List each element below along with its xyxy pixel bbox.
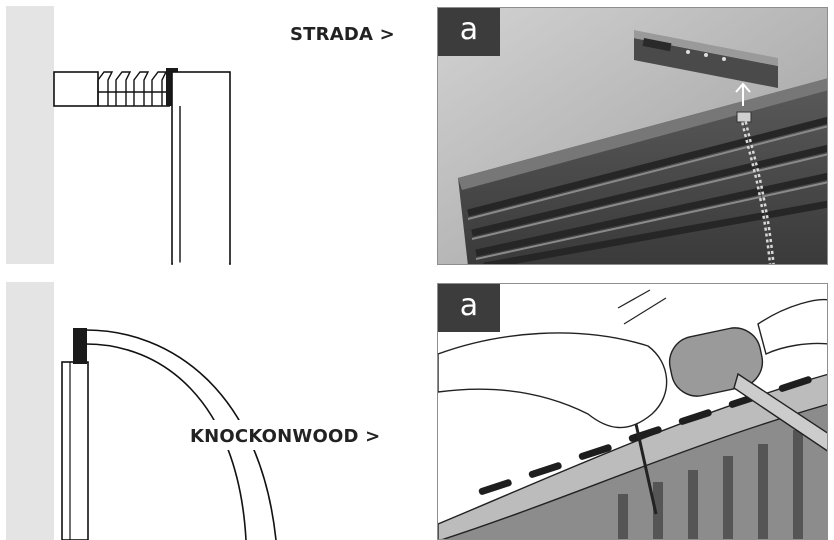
strada-side-view-diagram	[53, 68, 231, 266]
hand-with-chisel	[438, 332, 668, 515]
mallet	[668, 298, 827, 452]
knockonwood-label[interactable]: KNOCKONWOOD >	[190, 426, 381, 447]
motion-lines	[617, 289, 667, 325]
strada-photo: a	[437, 7, 828, 265]
wall-strip	[6, 282, 54, 540]
wall-strip	[6, 6, 54, 264]
knockonwood-side-view-diagram	[61, 328, 406, 540]
bracket-hooks	[97, 71, 170, 107]
panel-grooves	[467, 116, 827, 264]
strada-photo-illustration	[438, 8, 827, 264]
knockonwood-photo: a	[437, 283, 828, 540]
insert-arrow-icon	[735, 82, 751, 106]
control-unit	[634, 30, 778, 88]
step-badge: a	[438, 8, 500, 56]
wooden-radiator	[438, 373, 827, 539]
knockonwood-photo-illustration	[438, 284, 827, 539]
step-badge: a	[438, 284, 500, 332]
strada-label[interactable]: STRADA >	[290, 24, 395, 45]
